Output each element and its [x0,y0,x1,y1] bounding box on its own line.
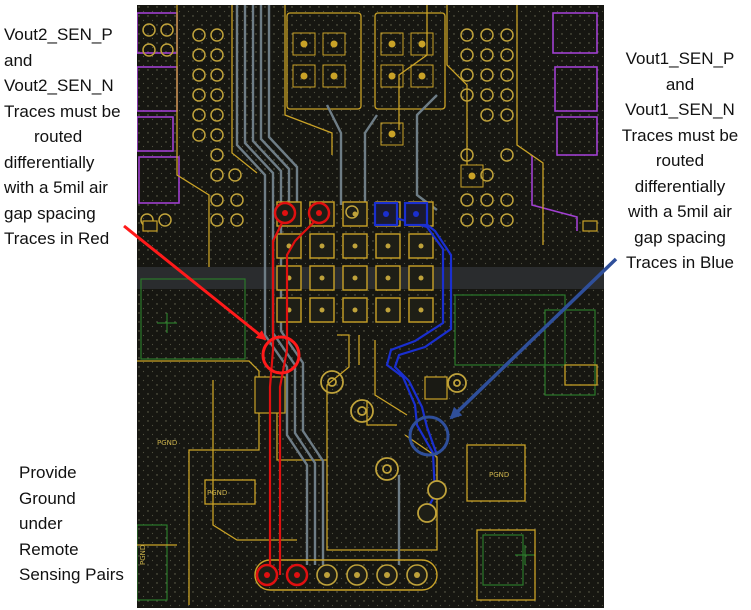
note-line: under [19,514,63,533]
note-line: Vout1_SEN_P [625,49,735,68]
pcb-layout-view: PGND PGND PGND PGND [137,5,604,608]
silkscreen-outlines [137,278,596,601]
blue-sense-pair [373,201,453,523]
note-line: Remote [19,539,79,559]
note-line: Vout2_SEN_P [4,25,113,44]
note-line: and [665,74,695,94]
red-callout-arrow [123,224,267,341]
note-line: differentially [4,152,95,172]
note-line: Vout2_SEN_N [4,76,114,95]
note-line: Traces in Blue [625,253,735,272]
note-line: with a 5mil air [628,202,732,221]
pgnd-label: PGND [139,545,147,565]
annotation-ground-under-pairs: Provide Ground under Remote Sensing Pair… [19,460,137,588]
blue-callout-circle [408,415,450,457]
note-line: Sensing Pairs [19,565,124,584]
annotation-vout1-sense: Vout1_SEN_P and Vout1_SEN_N Traces must … [612,46,748,276]
grey-traces [235,5,438,565]
note-line: Provide [19,463,77,482]
note-line: Traces must be [621,125,739,145]
note-line: and [4,50,33,70]
copper-outlines [137,5,598,605]
note-line: gap spacing [4,203,96,223]
note-line: Traces must be [4,101,121,121]
ground-band [137,267,604,289]
note-line: routed [34,127,83,146]
via-fields [140,23,514,227]
note-line: Traces in Red [4,229,110,248]
note-line: with a 5mil air [4,178,108,197]
red-sense-pair [255,201,331,587]
note-line: differentially [634,176,726,196]
annotation-vout2-sense: Vout2_SEN_P and Vout2_SEN_N Traces must … [4,22,136,252]
pgnd-label: PGND [489,471,509,479]
power-vias [292,32,484,188]
red-callout-circle [261,335,301,375]
pgnd-label: PGND [157,439,177,447]
note-line: Vout1_SEN_N [625,100,735,119]
component-outlines [137,12,598,231]
note-line: gap spacing [634,227,726,247]
ground-pour-dots [137,5,604,608]
pgnd-label: PGND [207,489,227,497]
blue-callout-arrow [449,257,618,420]
note-line: Ground [19,488,76,508]
note-line: routed [655,151,705,170]
